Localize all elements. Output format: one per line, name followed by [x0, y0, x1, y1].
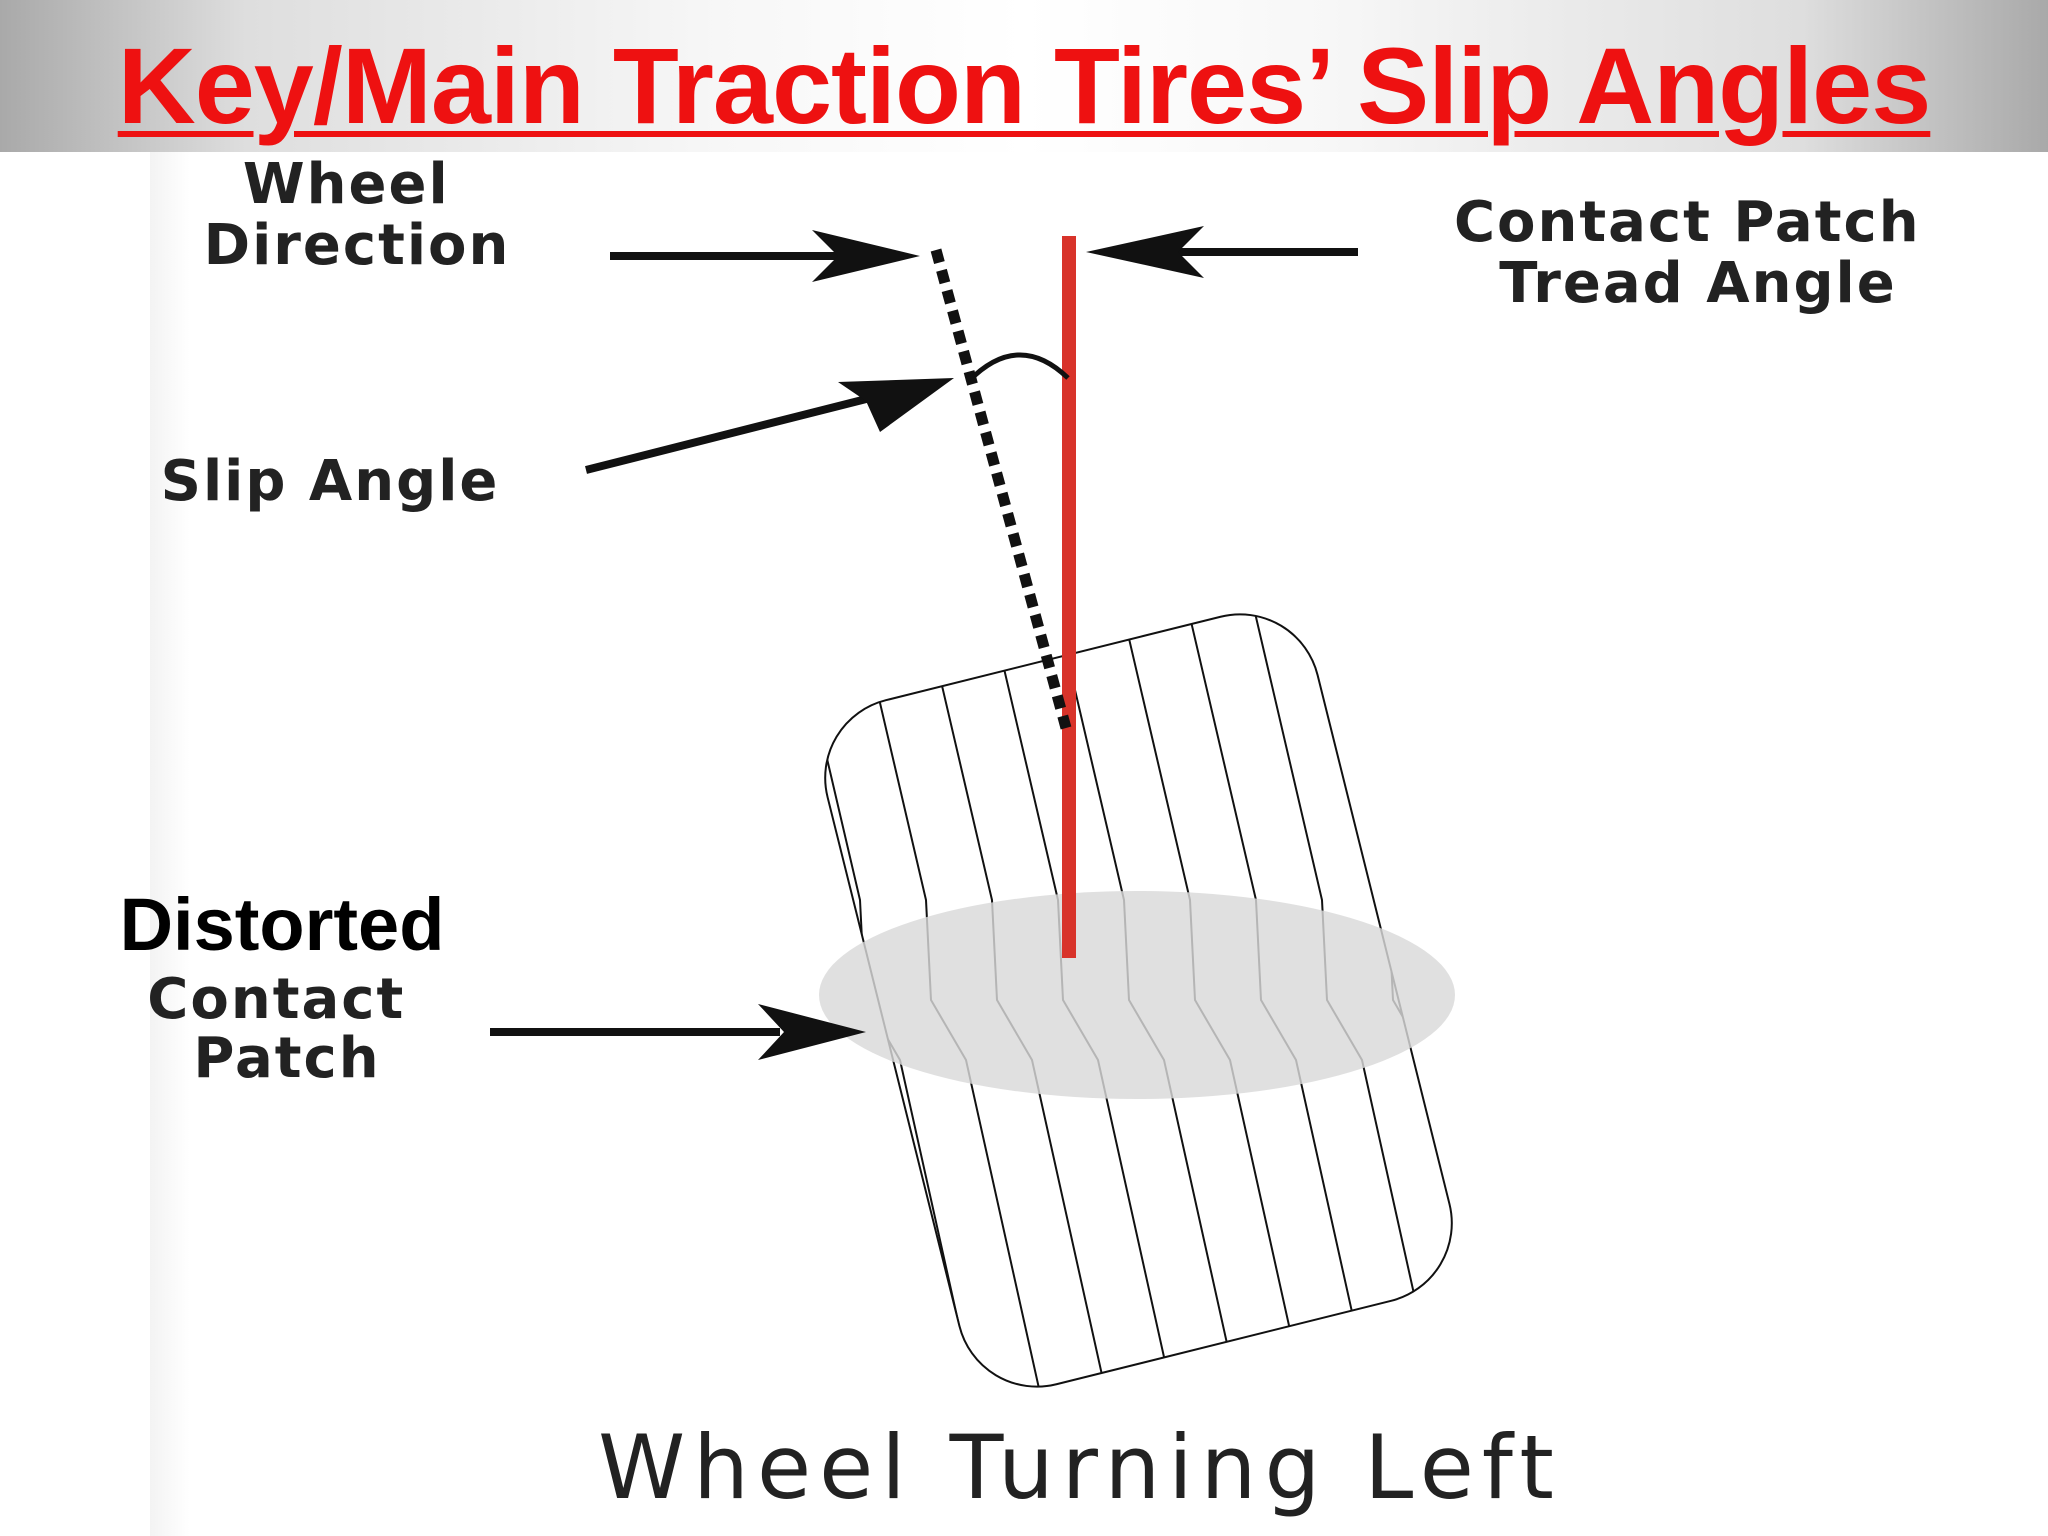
tread-groove	[1582, 600, 1772, 1420]
arrow-tread-angle	[1086, 226, 1358, 278]
tread-groove	[1516, 600, 1706, 1420]
wheel-direction-line	[930, 248, 1072, 730]
arrow-contact-patch	[490, 1004, 866, 1060]
content-panel	[150, 152, 2048, 1536]
tread-groove	[808, 599, 849, 1404]
tread-groove	[1449, 599, 1469, 1404]
slide-title: Key/Main Traction Tires’ Slip Angles	[117, 25, 1932, 146]
wheel-direction-label: Wheel Direction	[204, 152, 511, 278]
slip-angle-label: Slip Angle	[161, 449, 500, 514]
tread-angle-line	[1062, 236, 1076, 958]
distorted-contact-patch	[819, 891, 1455, 1099]
distorted-label: Distorted	[120, 883, 445, 966]
arrow-slip-angle	[585, 378, 954, 474]
contact-patch-tread-angle-label: Contact Patch Tread Angle	[1454, 190, 1942, 316]
tread-groove	[1648, 600, 1838, 1420]
contact-patch-label: Contact Patch	[147, 967, 426, 1091]
arrow-wheel-direction	[610, 230, 920, 282]
caption: Wheel Turning Left	[598, 1416, 1562, 1519]
title-bar	[0, 0, 2048, 152]
slip-angle-arc	[966, 352, 1070, 384]
